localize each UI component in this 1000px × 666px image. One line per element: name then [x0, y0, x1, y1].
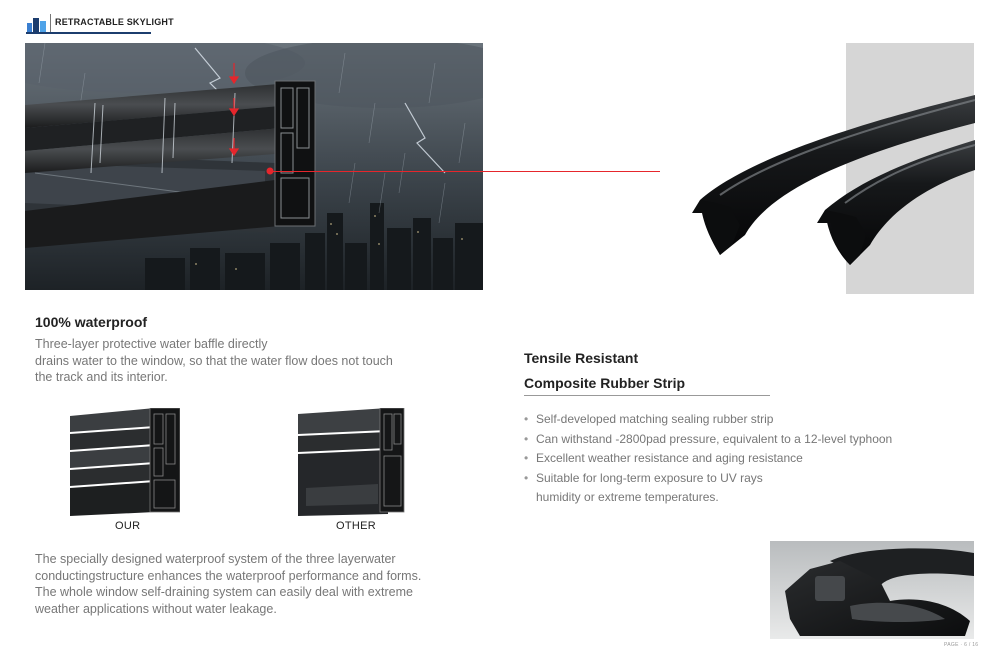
logo-separator: [50, 14, 51, 32]
system-line-4: weather applications without water leaka…: [35, 601, 277, 616]
other-profile-image: [298, 408, 405, 516]
section-divider: [524, 395, 770, 396]
tensile-title: Tensile Resistant: [524, 350, 639, 366]
hero-image: [25, 43, 483, 290]
feature-list: Self-developed matching sealing rubber s…: [524, 410, 944, 508]
composite-title: Composite Rubber Strip: [524, 375, 686, 391]
list-item: Self-developed matching sealing rubber s…: [524, 410, 944, 430]
waterproof-description: Three-layer protective water baffle dire…: [35, 336, 475, 386]
other-label: OTHER: [336, 520, 376, 532]
brand-underline: [26, 32, 151, 34]
logo-icon: [26, 18, 48, 34]
list-item: Excellent weather resistance and aging r…: [524, 449, 944, 469]
pointer-line: [270, 171, 660, 172]
system-line-1: The specially designed waterproof system…: [35, 552, 396, 566]
our-label: OUR: [115, 520, 141, 532]
list-item: Can withstand -2800pad pressure, equival…: [524, 430, 944, 450]
list-item-continuation: humidity or extreme temperatures.: [536, 490, 719, 504]
system-line-2: conductingstructure enhances the waterpr…: [35, 568, 422, 583]
list-item: Suitable for long-term exposure to UV ra…: [524, 469, 944, 489]
waterproof-title: 100% waterproof: [35, 314, 148, 330]
waterproof-line-3: the track and its interior.: [35, 370, 168, 384]
our-profile-image: [70, 408, 180, 516]
waterproof-line-1: Three-layer protective water baffle dire…: [35, 337, 268, 351]
down-arrow-icon: [228, 63, 240, 157]
system-line-3: The whole window self-draining system ca…: [35, 585, 413, 599]
system-description: The specially designed waterproof system…: [35, 551, 485, 617]
brand-title: RETRACTABLE SKYLIGHT: [55, 17, 174, 27]
page-number: PAGE · 6 / 16: [944, 642, 979, 648]
rubber-strip-image: [692, 95, 976, 265]
waterproof-line-2: drains water to the window, so that the …: [35, 353, 393, 368]
rubber-section-photo: [770, 541, 974, 639]
